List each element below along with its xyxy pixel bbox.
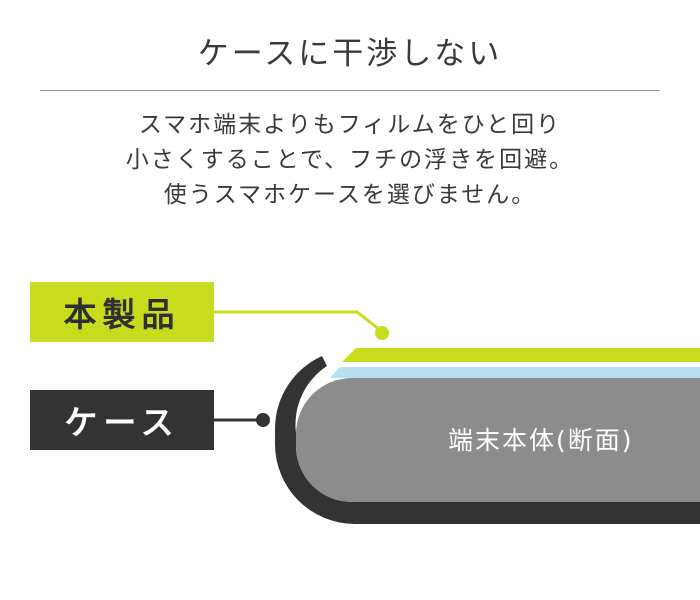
glass-layer xyxy=(330,367,700,378)
product-leader-dot xyxy=(375,326,389,340)
case-label: ケース xyxy=(30,390,214,450)
description-line-2: 小さくすることで、フチの浮きを回避。 xyxy=(125,147,575,173)
page-title: ケースに干渉しない xyxy=(197,36,503,72)
case-leader-dot xyxy=(256,413,270,427)
film-layer xyxy=(342,348,700,362)
device-body xyxy=(296,378,700,502)
description-line-1: スマホ端末よりもフィルムをひと回り xyxy=(138,112,562,138)
product-leader-line xyxy=(214,310,381,332)
product-label: 本製品 xyxy=(30,282,214,342)
device-label: 端末本体(断面) xyxy=(448,426,634,455)
description: スマホ端末よりもフィルムをひと回り 小さくすることで、フチの浮きを回避。 使うス… xyxy=(0,108,700,213)
case-shell xyxy=(275,356,700,524)
description-line-3: 使うスマホケースを選びません。 xyxy=(163,182,537,208)
title-divider xyxy=(40,90,660,91)
